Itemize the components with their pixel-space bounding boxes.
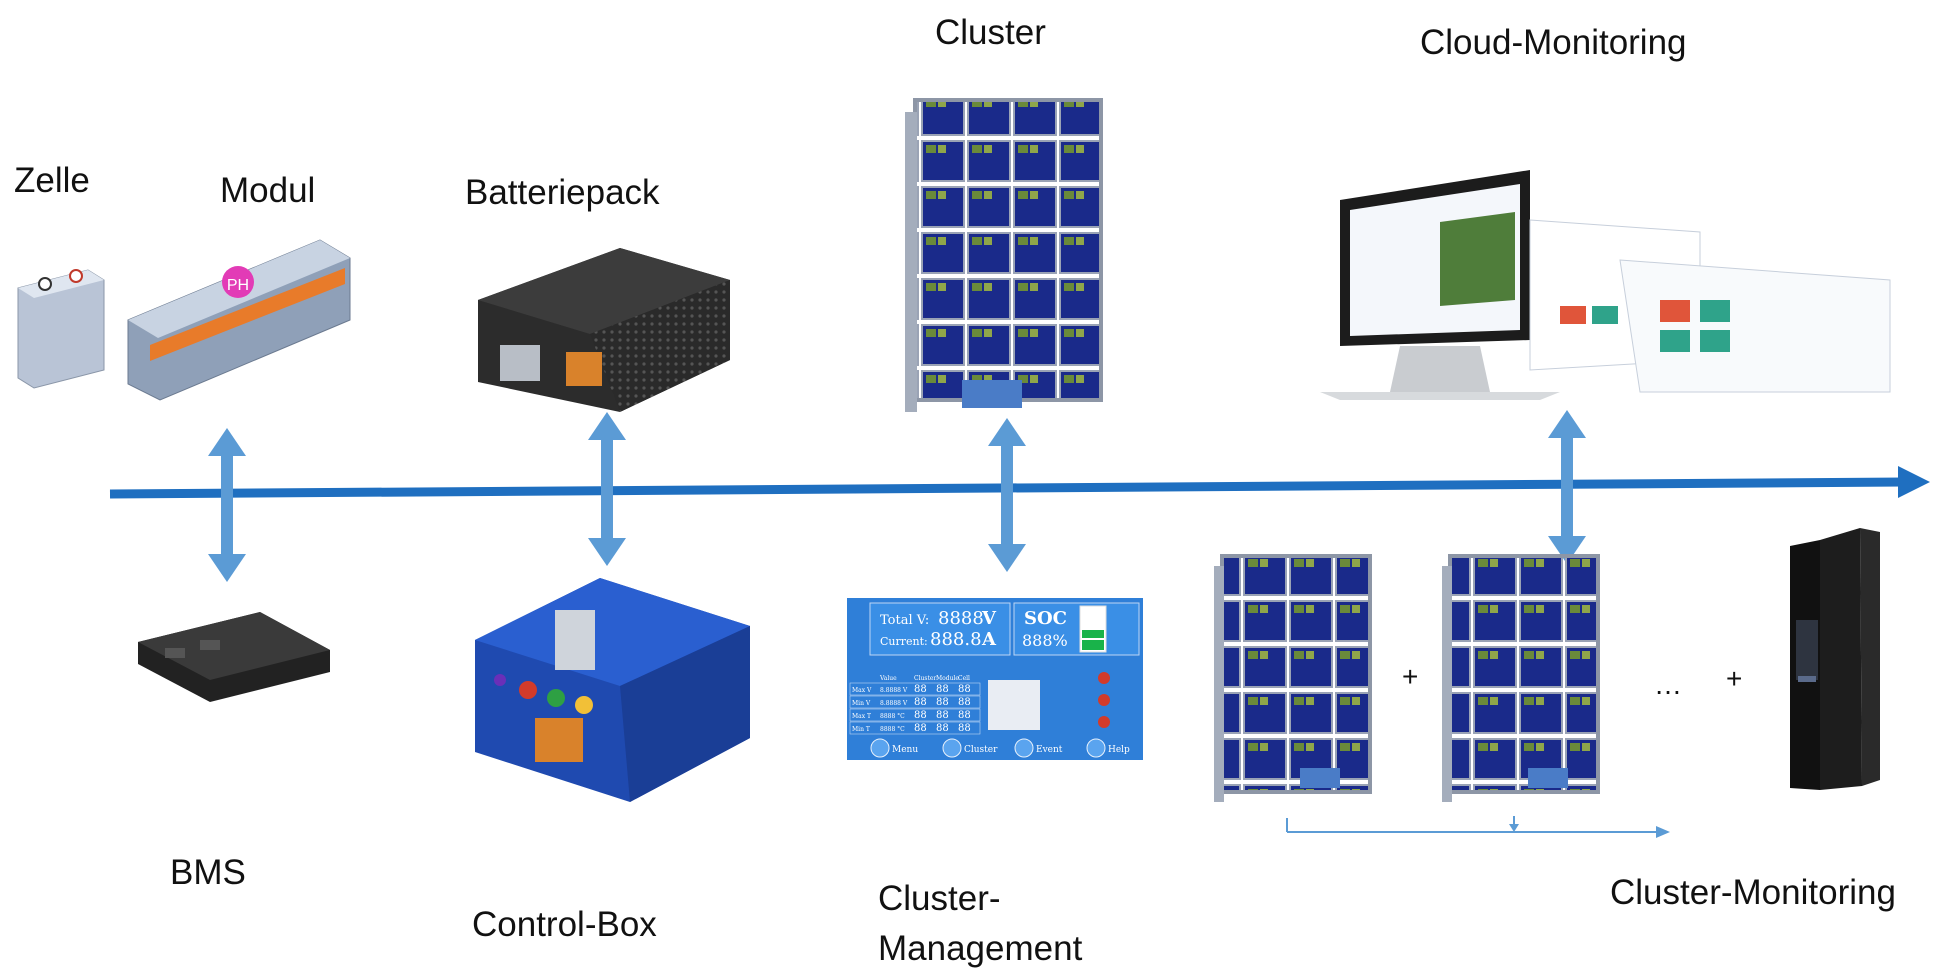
hmi-total-v-value: 8888 — [938, 608, 984, 629]
hmi-table-cell: 88 — [914, 710, 927, 721]
hmi-table-row — [849, 708, 981, 722]
plus-sign-1: + — [1402, 661, 1418, 692]
hmi-current-unit: A — [981, 629, 997, 650]
hmi-button-cluster[interactable] — [942, 738, 962, 758]
hmi-button-help[interactable] — [1086, 738, 1106, 758]
hmi-table-cell: 88 — [936, 710, 949, 721]
link-arrow-cluster-management — [988, 418, 1026, 572]
label-modul: Modul — [220, 171, 316, 210]
hmi-button-label: Cluster — [964, 745, 998, 755]
connector-arrowhead — [1656, 826, 1670, 838]
hmi-table-cell: 88 — [914, 697, 927, 708]
hmi-table-header: Value — [879, 675, 897, 682]
label-cluster: Cluster — [935, 13, 1046, 52]
hmi-button-bar: Menu Cluster Event Help — [870, 738, 1130, 758]
control-box-image — [475, 578, 750, 802]
hmi-table-cell: 88 — [936, 684, 949, 695]
hmi-table-cell: 88 — [958, 710, 971, 721]
hmi-table-row — [849, 682, 981, 696]
hmi-button-label: Event — [1036, 745, 1063, 755]
label-bms: BMS — [170, 853, 246, 892]
hmi-total-v-unit: V — [981, 608, 997, 629]
hmi-table-cell: 88 — [914, 684, 927, 695]
label-batteriepack: Batteriepack — [465, 173, 660, 212]
hmi-button-event[interactable] — [1014, 738, 1034, 758]
hmi-table-cell: 88 — [914, 723, 927, 734]
cloud-monitoring-image — [1320, 170, 1891, 400]
hmi-table-cell: 8888 °C — [880, 713, 905, 720]
hmi-table-header: Module — [936, 675, 959, 682]
label-cluster-monitoring: Cluster-Monitoring — [1610, 873, 1896, 912]
hmi-table-cell: Max T — [852, 713, 871, 720]
label-control-box: Control-Box — [472, 905, 657, 944]
hmi-table-cell: 88 — [958, 697, 971, 708]
hmi-current-value: 888.8 — [930, 629, 982, 650]
hmi-table-cell: 8.8888 V — [880, 687, 908, 694]
hmi-button-label: Help — [1108, 745, 1130, 755]
link-arrow-cloud-clusters — [1548, 410, 1586, 564]
label-cluster-management-line1: Cluster- — [878, 879, 1001, 918]
link-arrow-pack-controlbox — [588, 412, 626, 566]
cluster-management-hmi: Total V: 8888 V Current: 888.8 A SOC 888… — [847, 598, 1143, 760]
server-cabinet-image — [1790, 528, 1880, 790]
ellipsis: … — [1654, 669, 1682, 700]
hmi-table-cell: 88 — [936, 697, 949, 708]
hmi-table-header: Cluster — [914, 675, 936, 682]
cluster-rack-2 — [1442, 554, 1600, 802]
label-cluster-management-line2: Management — [878, 929, 1083, 968]
hmi-current-label: Current: — [880, 635, 928, 648]
cluster-monitoring-connector — [1286, 816, 1660, 833]
hmi-table-row — [849, 721, 981, 735]
module-image: PH — [127, 239, 351, 401]
hmi-table-cell: 88 — [958, 723, 971, 734]
hmi-soc-label: SOC — [1024, 608, 1067, 629]
battery-pack-image — [478, 248, 730, 412]
hmi-button-label: Menu — [892, 745, 918, 755]
connector-down-arrowhead — [1509, 824, 1519, 832]
link-arrow-modul-bms — [208, 428, 246, 582]
main-flow-arrow — [109, 466, 1930, 499]
cluster-rack-image — [905, 98, 1103, 412]
hmi-table-row — [849, 695, 981, 709]
cell-image — [17, 269, 105, 389]
plus-sign-2: + — [1726, 663, 1742, 694]
hmi-button-menu[interactable] — [870, 738, 890, 758]
hmi-table-cell: Max V — [852, 687, 872, 694]
module-badge: PH — [227, 277, 249, 294]
hmi-soc-value: 888% — [1022, 631, 1068, 650]
cluster-rack-1 — [1214, 554, 1372, 802]
hmi-total-v-label: Total V: — [880, 613, 929, 628]
hmi-table-cell: 8.8888 V — [880, 700, 908, 707]
hmi-table-cell: 8888 °C — [880, 726, 905, 733]
hmi-table-cell: 88 — [936, 723, 949, 734]
hmi-table-header: Cell — [958, 675, 970, 682]
bms-image — [138, 612, 330, 702]
hmi-table-cell: Min T — [852, 726, 870, 733]
hmi-table-cell: Min V — [852, 700, 871, 707]
label-cloud-monitoring: Cloud-Monitoring — [1420, 23, 1687, 62]
hmi-table-cell: 88 — [958, 684, 971, 695]
label-zelle: Zelle — [14, 161, 90, 200]
